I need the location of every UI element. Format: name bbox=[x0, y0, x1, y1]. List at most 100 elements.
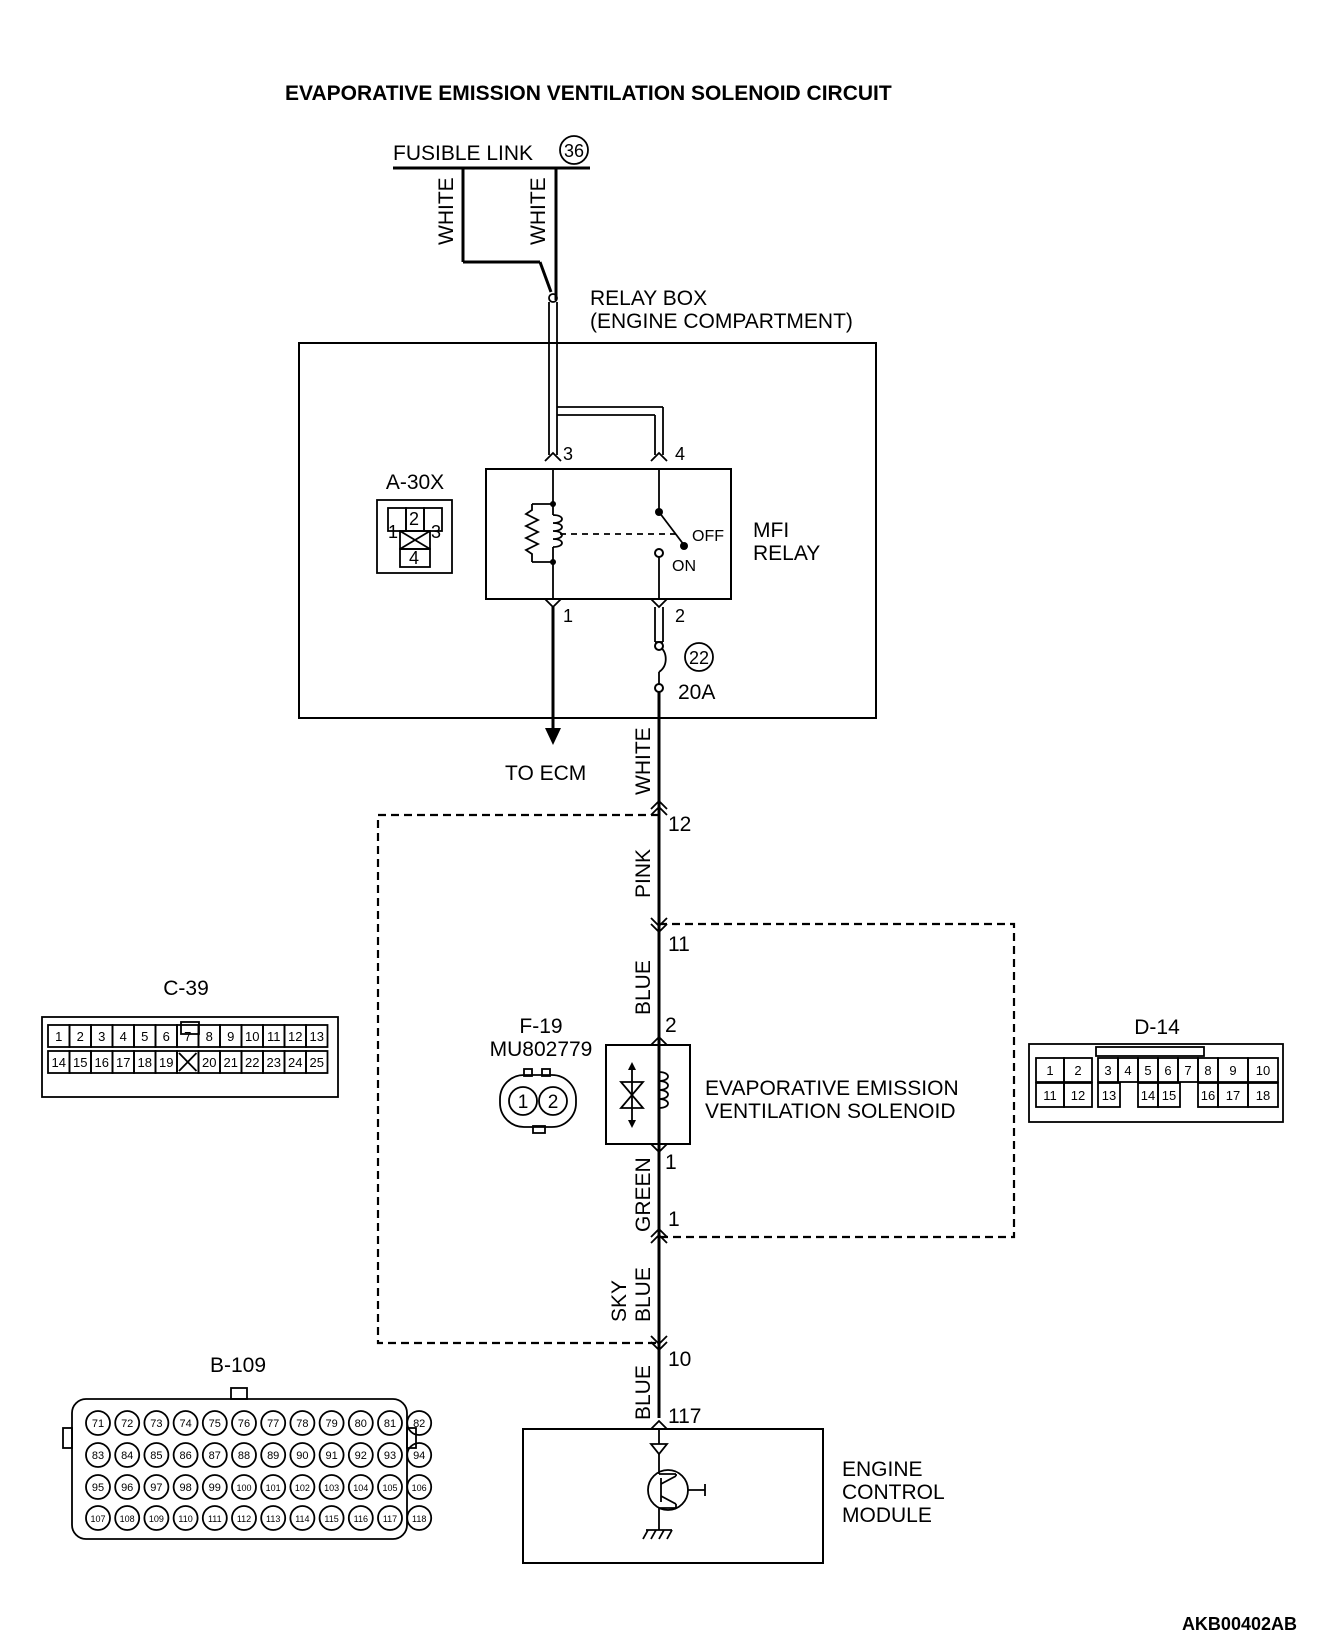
wire-color-green: GREEN bbox=[632, 1157, 655, 1232]
c39-pin-label: 16 bbox=[95, 1055, 109, 1070]
b109-pin bbox=[85, 1474, 111, 1500]
relay-off-label: OFF bbox=[692, 528, 724, 545]
b109-pin bbox=[85, 1505, 111, 1531]
connector-a30x: A-30X 1 2 3 4 bbox=[376, 471, 453, 574]
b109-pin bbox=[114, 1410, 141, 1436]
d14-pin-label: 12 bbox=[1071, 1088, 1085, 1103]
d14-pin-label: 9 bbox=[1229, 1063, 1236, 1078]
fusible-link: FUSIBLE LINK 36 bbox=[393, 135, 590, 170]
c39-pin-label: 15 bbox=[73, 1055, 87, 1070]
b109-pin-label: 71 bbox=[92, 1418, 104, 1430]
d14-pin-label: 4 bbox=[1124, 1063, 1131, 1078]
b109-pin-label: 104 bbox=[353, 1483, 368, 1493]
b109-pin-label: 80 bbox=[355, 1418, 367, 1430]
mfi-relay-label: MFI bbox=[753, 519, 789, 542]
terminal-1-solenoid: 1 bbox=[665, 1151, 677, 1174]
b109-pin bbox=[289, 1410, 316, 1436]
d14-pin-label: 13 bbox=[1102, 1088, 1116, 1103]
b109-pin-label: 88 bbox=[238, 1450, 250, 1462]
fuse-rating: 20A bbox=[678, 681, 715, 704]
connector-c39-id: C-39 bbox=[163, 977, 209, 1000]
c39-pin-label: 21 bbox=[224, 1055, 238, 1070]
b109-pin-label: 90 bbox=[296, 1450, 308, 1462]
wire-color-sky: SKY bbox=[608, 1280, 631, 1322]
solenoid-label: EVAPORATIVE EMISSION bbox=[705, 1077, 959, 1100]
b109-pin-label: 117 bbox=[383, 1514, 397, 1524]
relay-output-wiring: 1 2 TO ECM 22 20A bbox=[505, 598, 715, 785]
wire-color-sky-blue: BLUE bbox=[632, 1267, 655, 1322]
b109-pin bbox=[318, 1505, 345, 1531]
b109-pin bbox=[347, 1410, 374, 1436]
ecm-label-3: MODULE bbox=[842, 1504, 932, 1527]
b109-pin-label: 87 bbox=[209, 1450, 221, 1462]
engine-control-module: ENGINE CONTROL MODULE bbox=[522, 1428, 945, 1564]
b109-pin-label: 111 bbox=[208, 1514, 222, 1524]
b109-pin bbox=[231, 1474, 257, 1500]
c39-pin-label: 14 bbox=[52, 1055, 66, 1070]
b109-pin-label: 97 bbox=[150, 1482, 162, 1494]
d14-pin-label: 14 bbox=[1141, 1088, 1155, 1103]
b109-pin bbox=[85, 1410, 111, 1436]
d14-pin-label: 5 bbox=[1144, 1063, 1151, 1078]
d14-pin-cell bbox=[1157, 1082, 1181, 1108]
c39-pin-cell bbox=[305, 1050, 329, 1074]
mfi-relay-label-2: RELAY bbox=[753, 542, 820, 565]
relay-pin-4: 4 bbox=[675, 444, 685, 464]
white-feed-wires: WHITE WHITE bbox=[435, 168, 558, 303]
b109-pin bbox=[289, 1505, 316, 1531]
relay-box-label: RELAY BOX bbox=[590, 287, 707, 310]
b109-pin bbox=[318, 1410, 345, 1436]
a30x-pin-3: 3 bbox=[431, 522, 441, 542]
b109-pin bbox=[377, 1442, 403, 1468]
c39-pin-label: 7 bbox=[184, 1029, 191, 1044]
b109-pin-label: 83 bbox=[92, 1450, 104, 1462]
b109-pin-label: 116 bbox=[354, 1514, 368, 1524]
relay-box-wiring: 3 4 bbox=[544, 302, 685, 464]
relay-box-location: (ENGINE COMPARTMENT) bbox=[590, 310, 853, 333]
b109-pin bbox=[318, 1474, 345, 1500]
b109-pin bbox=[260, 1474, 287, 1500]
connector-f19-id: F-19 bbox=[519, 1015, 562, 1038]
connector-f19-part: MU802779 bbox=[490, 1038, 593, 1061]
d14-pin-label: 18 bbox=[1256, 1088, 1270, 1103]
b109-pin bbox=[172, 1442, 199, 1468]
b109-pin-label: 76 bbox=[238, 1418, 250, 1430]
c39-pin-cell bbox=[305, 1024, 329, 1048]
b109-pin-label: 109 bbox=[149, 1514, 164, 1524]
a30x-pin-2: 2 bbox=[409, 509, 419, 529]
b109-pin bbox=[377, 1410, 403, 1436]
f19-pin-2: 2 bbox=[548, 1092, 559, 1113]
b109-pin-label: 93 bbox=[384, 1450, 396, 1462]
b109-pin bbox=[201, 1505, 228, 1531]
wire-color-white-left: WHITE bbox=[435, 177, 458, 245]
b109-pin bbox=[172, 1474, 199, 1500]
b109-pin-label: 72 bbox=[121, 1418, 133, 1430]
b109-pin-label: 78 bbox=[296, 1418, 308, 1430]
b109-pin bbox=[143, 1410, 170, 1436]
b109-pin bbox=[377, 1474, 403, 1500]
d14-pin-label: 16 bbox=[1201, 1088, 1215, 1103]
b109-pin-label: 84 bbox=[121, 1450, 133, 1462]
b109-pin-label: 85 bbox=[150, 1450, 162, 1462]
b109-pin-label: 94 bbox=[413, 1450, 425, 1462]
a30x-pin-1: 1 bbox=[388, 522, 398, 542]
wire-color-pink: PINK bbox=[632, 849, 655, 898]
b109-pin bbox=[406, 1505, 433, 1531]
b109-pin-label: 74 bbox=[179, 1418, 191, 1430]
d14-pin-label: 8 bbox=[1204, 1063, 1211, 1078]
b109-pin bbox=[260, 1442, 287, 1468]
b109-pin-label: 99 bbox=[209, 1482, 221, 1494]
b109-pin bbox=[143, 1474, 170, 1500]
connector-f19: F-19 MU802779 1 2 bbox=[490, 1015, 593, 1134]
diagram-title: EVAPORATIVE EMISSION VENTILATION SOLENOI… bbox=[285, 82, 892, 105]
ecm-label-2: CONTROL bbox=[842, 1481, 945, 1504]
c39-pin-label: 17 bbox=[116, 1055, 130, 1070]
d14-pin-cell bbox=[1063, 1057, 1093, 1083]
c39-pin-label: 2 bbox=[77, 1029, 84, 1044]
c39-pin-label: 4 bbox=[120, 1029, 127, 1044]
relay-on-label: ON bbox=[672, 558, 696, 575]
ventilation-solenoid: EVAPORATIVE EMISSION VENTILATION SOLENOI… bbox=[605, 1044, 959, 1145]
b109-pin bbox=[231, 1505, 257, 1531]
fuse-number: 22 bbox=[689, 648, 709, 668]
